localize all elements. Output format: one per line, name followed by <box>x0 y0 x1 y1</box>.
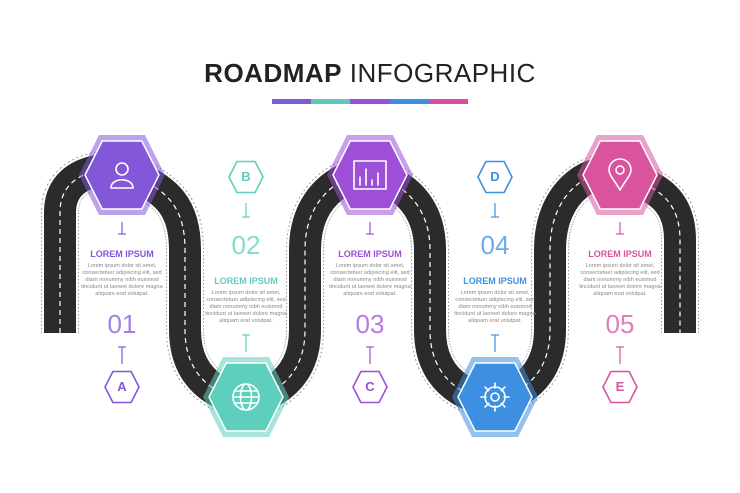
connector <box>242 334 250 352</box>
title-bold: ROADMAP <box>204 58 343 88</box>
hexagon-inner <box>332 140 408 210</box>
letter-hexagon-shape <box>352 370 388 404</box>
step-letter-hexagon-5 <box>602 370 638 404</box>
title-underline-segment <box>428 99 469 104</box>
letter-hexagon-shape <box>602 370 638 404</box>
description-line: Lorem ipsum dolor sit amet, <box>87 263 157 269</box>
gear-icon <box>480 382 510 412</box>
step-letter-hexagon-3 <box>352 370 388 404</box>
step-number: 02 <box>231 230 261 260</box>
connector <box>491 334 499 352</box>
description-line: consectetuer adipiscing elit, sed <box>455 297 535 303</box>
step-letter-hexagon-1 <box>104 370 140 404</box>
description-line: Lorem ipsum dolor sit amet, <box>585 263 655 269</box>
description-line: diam nonummy nibh euismod <box>85 277 159 283</box>
connector <box>616 346 624 364</box>
description-line: tincidunt ut laoreet dolore magna <box>454 311 536 317</box>
title-underline <box>272 99 469 104</box>
step-number: 04 <box>480 230 510 260</box>
step-description: Lorem ipsum dolor sit amet,consectetuer … <box>186 290 306 325</box>
connector <box>242 203 250 218</box>
step-label: LOREM IPSUM <box>90 249 154 259</box>
step-description: Lorem ipsum dolor sit amet,consectetuer … <box>62 263 182 298</box>
title-light: INFOGRAPHIC <box>349 58 536 88</box>
title-underline-segment <box>389 99 429 104</box>
description-line: aliquam erat volutpat. <box>219 318 273 324</box>
step-description: Lorem ipsum dolor sit amet,consectetuer … <box>560 263 680 298</box>
description-line: tincidunt ut laoreet dolore magna <box>579 284 661 290</box>
bar-chart-icon <box>353 160 387 190</box>
step-letter: A <box>117 379 127 394</box>
connector <box>616 222 624 235</box>
connector <box>118 222 126 235</box>
step-number: 03 <box>355 309 385 339</box>
title-underline-segment <box>311 99 351 104</box>
description-line: consectetuer adipiscing elit, sed <box>206 297 286 303</box>
step-number: 01 <box>107 309 137 339</box>
step-letter: C <box>365 379 375 394</box>
step-hexagon-1 <box>79 135 165 215</box>
description-line: Lorem ipsum dolor sit amet, <box>211 290 281 296</box>
letter-hexagon-shape <box>104 370 140 404</box>
step-description: Lorem ipsum dolor sit amet,consectetuer … <box>435 290 555 325</box>
description-line: diam nonummy nibh euismod <box>209 304 283 310</box>
description-line: consectetuer adipiscing elit, sed <box>580 270 660 276</box>
description-line: diam nonummy nibh euismod <box>458 304 532 310</box>
hexagon-inner <box>582 140 658 210</box>
step-letter: E <box>615 379 625 394</box>
description-line: diam nonummy nibh euismod <box>583 277 657 283</box>
step-hexagon-4 <box>452 357 538 437</box>
step-letter: B <box>241 169 251 184</box>
description-line: aliquam erat volutpat. <box>593 291 647 297</box>
title-underline-segment <box>272 99 312 104</box>
step-letter-hexagon-2 <box>228 160 264 194</box>
title-underline-segment <box>350 99 390 104</box>
connector <box>366 222 374 235</box>
step-hexagon-5 <box>577 135 663 215</box>
step-description: Lorem ipsum dolor sit amet,consectetuer … <box>310 263 430 298</box>
description-line: tincidunt ut laoreet dolore magna <box>205 311 287 317</box>
description-line: Lorem ipsum dolor sit amet, <box>335 263 405 269</box>
connector <box>491 203 499 218</box>
hexagon-inner <box>457 362 533 432</box>
description-line: aliquam erat volutpat. <box>343 291 397 297</box>
step-letter: D <box>490 169 500 184</box>
connector <box>366 346 374 364</box>
description-line: tincidunt ut laoreet dolore magna <box>81 284 163 290</box>
step-number: 05 <box>605 309 635 339</box>
connector <box>118 346 126 364</box>
step-label: LOREM IPSUM <box>463 276 527 286</box>
step-hexagon-3 <box>327 135 413 215</box>
description-line: tincidunt ut laoreet dolore magna <box>329 284 411 290</box>
letter-hexagon-shape <box>477 160 513 194</box>
description-line: Lorem ipsum dolor sit amet, <box>460 290 530 296</box>
step-hexagon-2 <box>203 357 289 437</box>
page-title: ROADMAP INFOGRAPHIC <box>0 58 740 89</box>
letter-hexagon-shape <box>228 160 264 194</box>
description-line: aliquam erat volutpat. <box>95 291 149 297</box>
step-letter-hexagon-4 <box>477 160 513 194</box>
description-line: consectetuer adipiscing elit, sed <box>82 270 162 276</box>
globe-icon <box>232 383 260 411</box>
description-line: consectetuer adipiscing elit, sed <box>330 270 410 276</box>
step-label: LOREM IPSUM <box>588 249 652 259</box>
step-label: LOREM IPSUM <box>214 276 278 286</box>
description-line: diam nonummy nibh euismod <box>333 277 407 283</box>
location-pin-icon <box>608 158 632 191</box>
user-icon <box>110 162 134 189</box>
description-line: aliquam erat volutpat. <box>468 318 522 324</box>
step-label: LOREM IPSUM <box>338 249 402 259</box>
